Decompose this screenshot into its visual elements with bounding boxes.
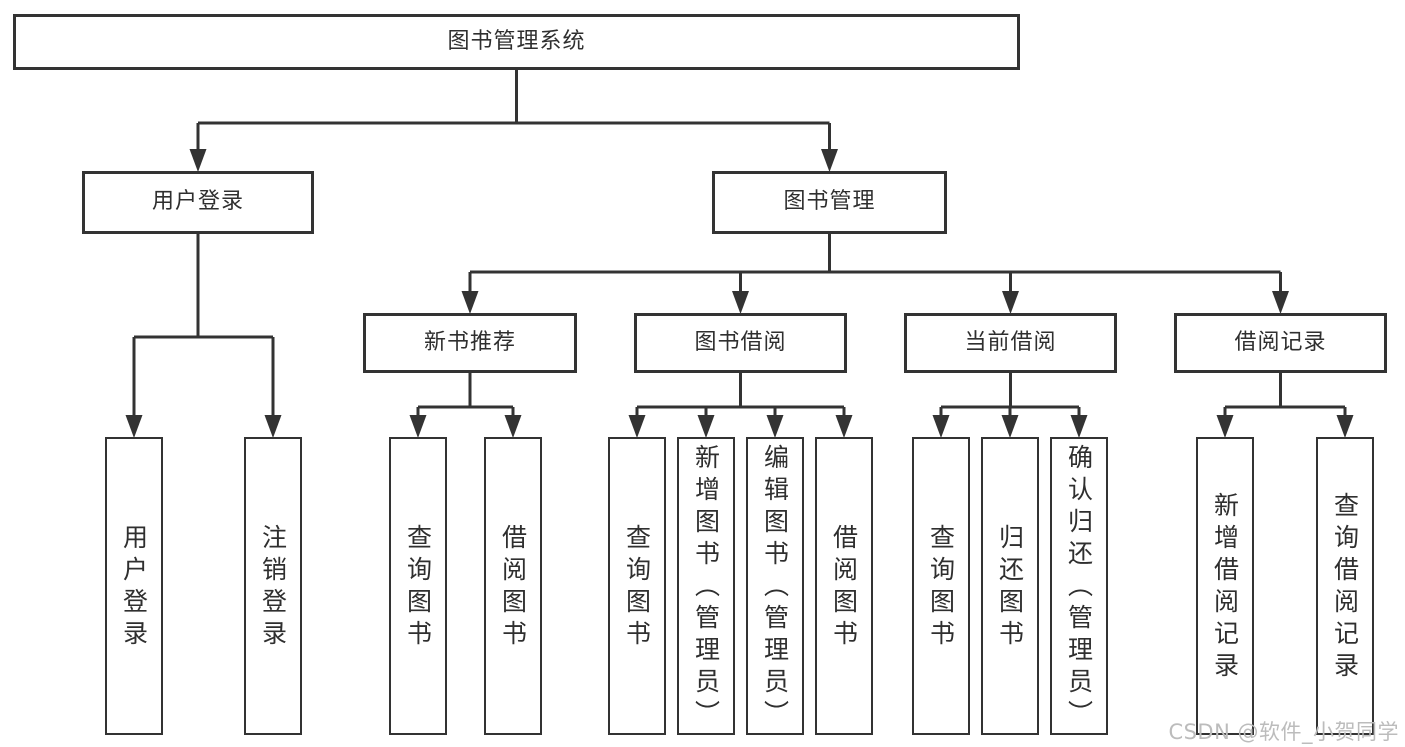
node-book-borrow: 图书借阅 [634,313,847,373]
node-leaf-confirm-return: 确认归还（管理员） [1050,437,1108,735]
node-leaf-query-book-2: 查询图书 [608,437,666,735]
arrowhead-into-leaf-add-book [697,415,715,438]
node-leaf-query-book-3: 查询图书 [912,437,970,735]
arrowhead-into-book-mgmt [821,149,838,172]
node-root: 图书管理系统 [13,14,1020,70]
node-leaf-query-book-1: 查询图书 [389,437,447,735]
arrowhead-into-leaf-user-login [125,415,143,438]
arrowhead-into-leaf-query-book-3 [932,415,950,438]
node-leaf-user-login: 用户登录 [105,437,163,735]
arrowhead-into-borrow-records [1272,291,1289,314]
arrowhead-into-leaf-confirm-return [1070,415,1088,438]
arrowhead-into-leaf-borrow-book-2 [835,415,853,438]
node-user-login: 用户登录 [82,171,314,234]
arrowhead-into-leaf-query-book-1 [409,415,427,438]
node-leaf-edit-book: 编辑图书（管理员） [746,437,804,735]
node-leaf-query-borrow-record: 查询借阅记录 [1316,437,1374,735]
arrowhead-into-user-login [189,149,207,172]
arrowhead-into-book-borrow [732,291,749,314]
arrowhead-into-current-borrow [1002,291,1019,314]
arrowhead-into-leaf-add-borrow-record [1216,415,1234,438]
node-leaf-return-book: 归还图书 [981,437,1039,735]
node-leaf-logout: 注销登录 [244,437,302,735]
arrowhead-into-new-book-rec [461,291,479,314]
node-leaf-add-borrow-record: 新增借阅记录 [1196,437,1254,735]
arrowhead-into-leaf-query-book-2 [628,415,646,438]
node-book-mgmt: 图书管理 [712,171,947,234]
arrowhead-into-leaf-borrow-book-1 [504,415,522,438]
node-current-borrow: 当前借阅 [904,313,1117,373]
node-new-book-rec: 新书推荐 [363,313,577,373]
arrowhead-into-leaf-logout [264,415,282,438]
node-leaf-borrow-book-1: 借阅图书 [484,437,542,735]
arrowhead-into-leaf-edit-book [766,415,784,438]
node-leaf-borrow-book-2: 借阅图书 [815,437,873,735]
watermark: CSDN @软件_小贺同学 [1168,720,1399,744]
node-borrow-records: 借阅记录 [1174,313,1387,373]
node-leaf-add-book: 新增图书（管理员） [677,437,735,735]
arrowhead-into-leaf-query-borrow-record [1336,415,1354,438]
arrowhead-into-leaf-return-book [1001,415,1019,438]
tree-connector-path [132,70,1347,419]
